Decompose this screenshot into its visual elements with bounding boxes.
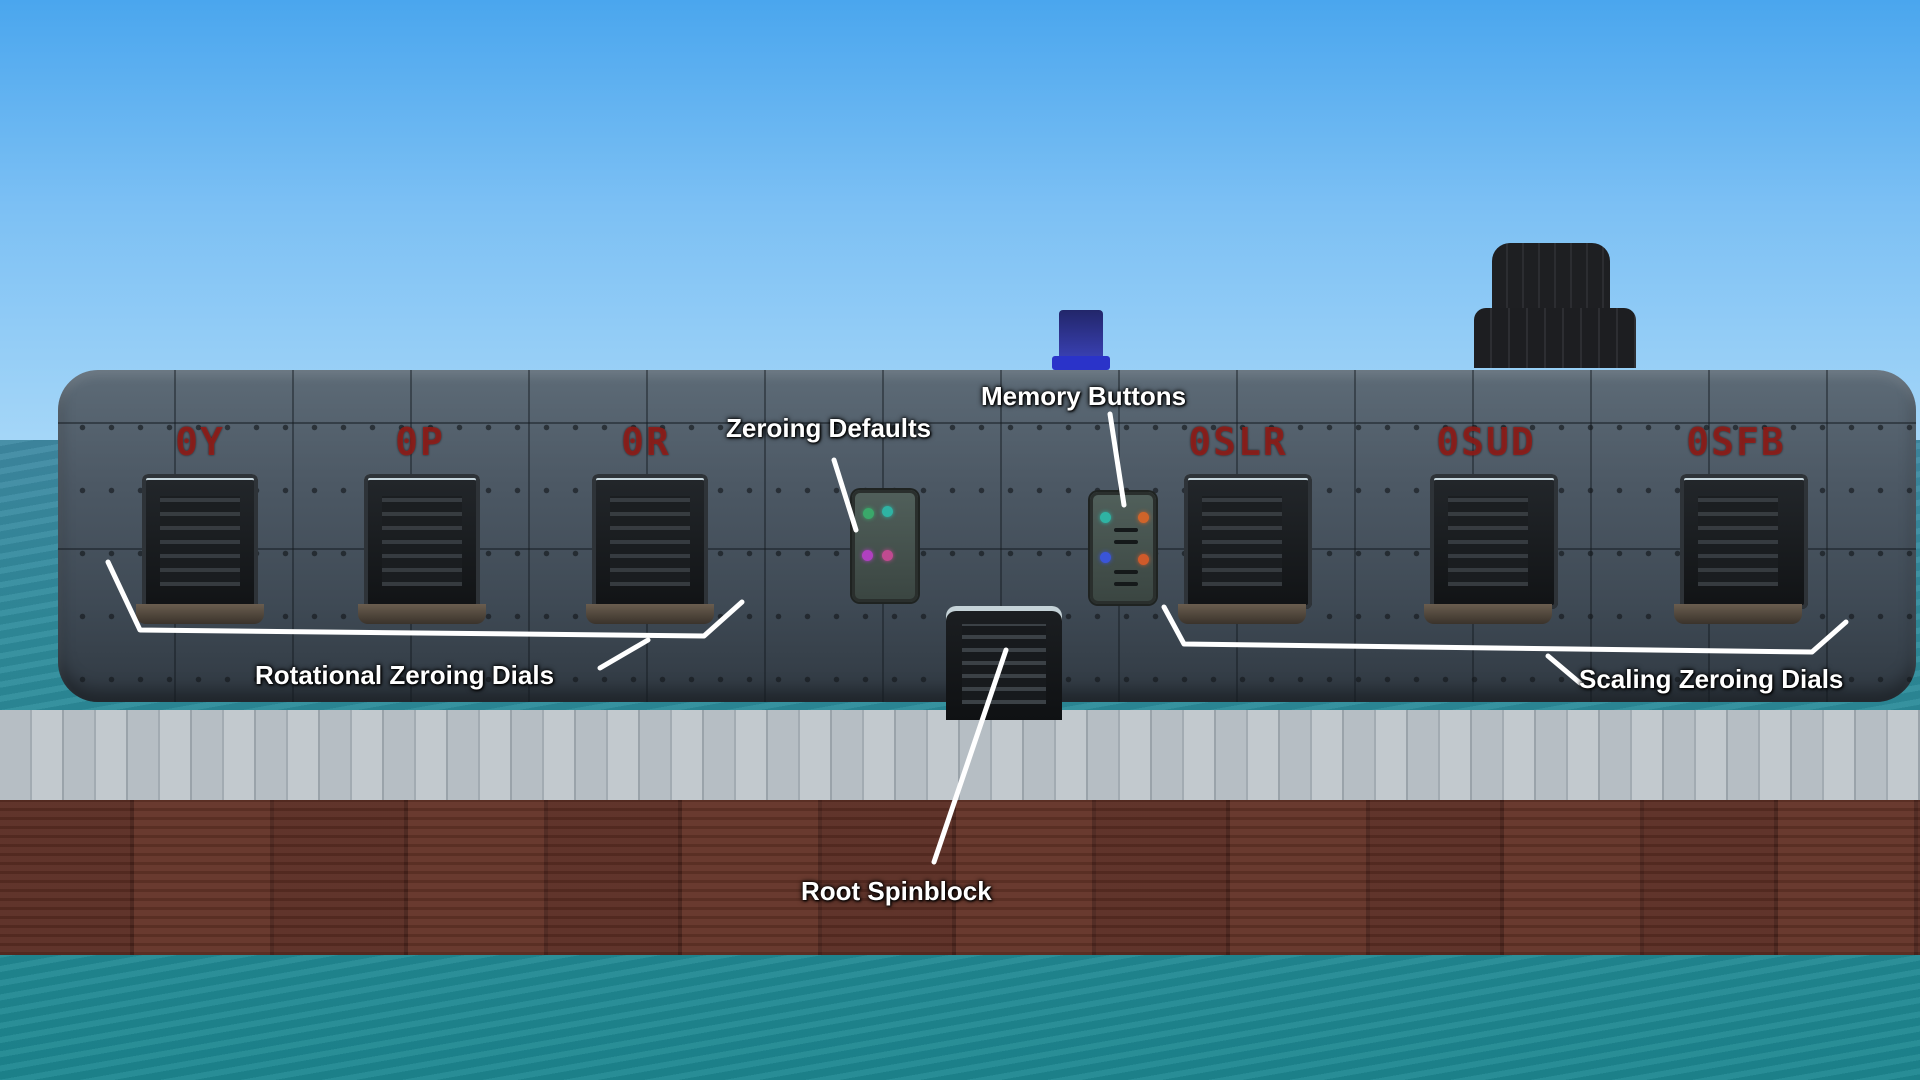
dial-label-0y: 0Y <box>175 420 225 464</box>
scaling-dial-lr[interactable] <box>1178 474 1312 624</box>
callout-rotational-zeroing-dials: Rotational Zeroing Dials <box>255 660 555 690</box>
zeroing-default-led-3[interactable] <box>862 550 873 561</box>
blue-beacon-base <box>1052 356 1110 370</box>
callout-zeroing-defaults: Zeroing Defaults <box>726 413 932 443</box>
memory-slot-3 <box>1114 570 1138 574</box>
zeroing-default-led-4[interactable] <box>882 550 893 561</box>
deck-side <box>0 800 1920 955</box>
rotational-dials-bracket <box>105 559 745 639</box>
dial-label-0p: 0P <box>395 420 445 464</box>
dial-label-0r: 0R <box>621 420 671 464</box>
zeroing-defaults-panel[interactable] <box>852 490 918 602</box>
memory-button-led-4[interactable] <box>1138 554 1149 565</box>
dial-label-0sfb: 0SFB <box>1686 420 1786 464</box>
zeroing-default-led-2[interactable] <box>882 506 893 517</box>
memory-button-led-1[interactable] <box>1100 512 1111 523</box>
dial-label-0slr: 0SLR <box>1188 420 1288 464</box>
zeroing-defaults-leader <box>831 457 859 533</box>
memory-slot-1 <box>1114 528 1138 532</box>
memory-buttons-leader <box>1107 411 1127 508</box>
scaling-dials-leader <box>1545 653 1583 686</box>
rotational-dial-pitch[interactable] <box>358 474 486 624</box>
blue-beacon-block <box>1059 310 1103 362</box>
callout-memory-buttons: Memory Buttons <box>981 381 1187 411</box>
memory-buttons-panel[interactable] <box>1090 492 1156 604</box>
root-spinblock-leader <box>931 647 1009 865</box>
callout-scaling-zeroing-dials: Scaling Zeroing Dials <box>1579 664 1844 694</box>
rotational-dial-roll[interactable] <box>586 474 714 624</box>
memory-slot-4 <box>1114 582 1138 586</box>
memory-button-led-2[interactable] <box>1138 512 1149 523</box>
callout-root-spinblock: Root Spinblock <box>801 876 992 906</box>
memory-slot-2 <box>1114 540 1138 544</box>
smokestack-top <box>1492 243 1610 315</box>
dial-label-0sud: 0SUD <box>1436 420 1536 464</box>
rotational-dial-yaw[interactable] <box>136 474 264 624</box>
zeroing-default-led-1[interactable] <box>863 508 874 519</box>
smokestack-base <box>1474 308 1636 368</box>
memory-button-led-3[interactable] <box>1100 552 1111 563</box>
scaling-dial-ud[interactable] <box>1424 474 1558 624</box>
scaling-dials-bracket <box>1161 604 1849 655</box>
rotational-dials-leader <box>597 637 651 671</box>
scaling-dial-fb[interactable] <box>1674 474 1808 624</box>
